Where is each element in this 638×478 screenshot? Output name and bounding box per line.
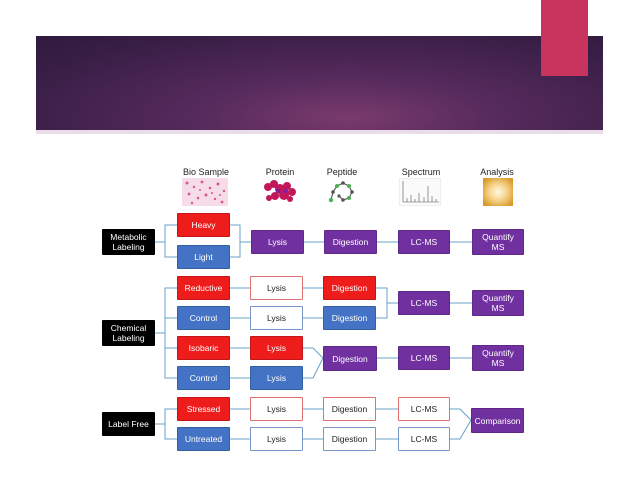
protein-image [264,180,296,202]
sample-light: Light [177,245,230,269]
sample-isobaric: Isobaric [177,336,230,360]
sample-reductive: Reductive [177,276,230,300]
quantify-reductive: Quantify MS [472,290,524,316]
lysis-control-1: Lysis [250,306,303,330]
lcms-stressed: LC-MS [398,397,450,421]
banner-edge [36,130,603,134]
digestion-reductive: Digestion [323,276,376,300]
sample-control-2: Control [177,366,230,390]
lcms-isobaric: LC-MS [398,346,450,370]
group-chemical-labeling: Chemical Labeling [102,320,155,346]
sample-heavy: Heavy [177,213,230,237]
peptide-image [328,181,354,203]
lysis-stressed: Lysis [250,397,303,421]
digestion-untreated: Digestion [323,427,376,451]
col-peptide: Peptide [326,167,358,177]
sample-stressed: Stressed [177,397,230,421]
col-spectrum: Spectrum [401,167,441,177]
digestion-metabolic: Digestion [324,230,377,254]
lcms-untreated: LC-MS [398,427,450,451]
title-banner [36,36,603,132]
col-bio-sample: Bio Sample [182,167,230,177]
sample-control-1: Control [177,306,230,330]
col-protein: Protein [265,167,295,177]
lysis-isobaric: Lysis [250,336,303,360]
lysis-metabolic: Lysis [251,230,304,254]
digestion-isobaric: Digestion [323,346,377,371]
quantify-metabolic: Quantify MS [472,229,524,255]
comparison-label-free: Comparison [471,408,524,433]
bio-sample-image [182,178,228,206]
lcms-metabolic: LC-MS [398,230,450,254]
digestion-control-1: Digestion [323,306,376,330]
digestion-stressed: Digestion [323,397,376,421]
quantify-isobaric: Quantify MS [472,345,524,371]
sample-untreated: Untreated [177,427,230,451]
analysis-image [483,178,513,206]
lysis-reductive: Lysis [250,276,303,300]
lysis-untreated: Lysis [250,427,303,451]
lysis-control-2: Lysis [250,366,303,390]
group-label-free: Label Free [102,412,155,436]
group-metabolic-labeling: Metabolic Labeling [102,229,155,255]
col-analysis: Analysis [480,167,514,177]
accent-tab [541,0,588,76]
lcms-reductive: LC-MS [398,291,450,315]
spectrum-image [399,178,441,206]
